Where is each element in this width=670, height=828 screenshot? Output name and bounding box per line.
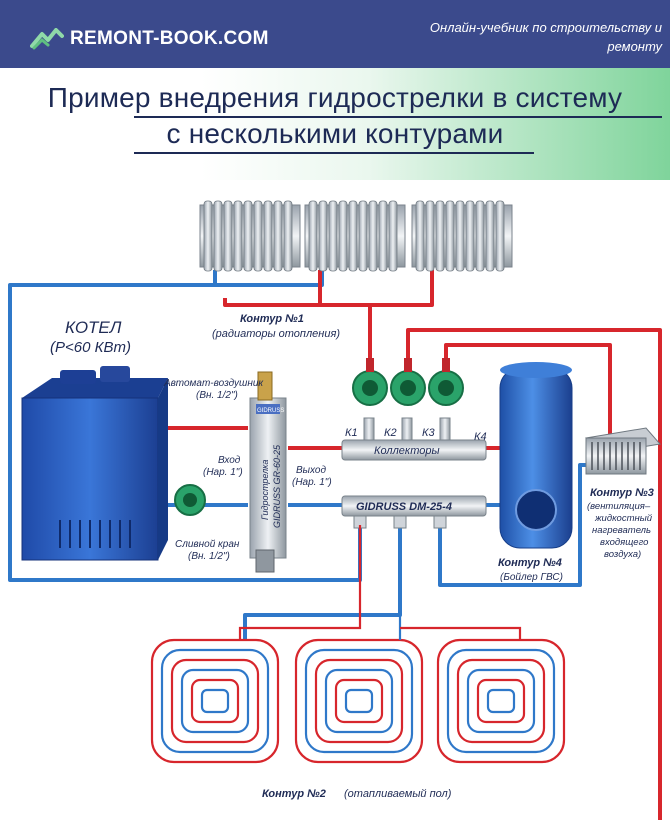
vent-supply-pipe <box>406 328 662 820</box>
circuit-3-line-5: воздуха) <box>604 549 641 560</box>
radiator-2-return <box>215 270 324 287</box>
floor-loop <box>436 638 566 764</box>
outlet-size: (Нар. 1") <box>292 477 332 488</box>
radiator <box>304 200 406 272</box>
pump-icon <box>428 358 464 406</box>
floor-supply-pipe <box>238 525 362 640</box>
radiators <box>199 200 513 272</box>
floor-loop <box>150 638 280 764</box>
title-underline-2 <box>134 152 534 154</box>
pump-icon <box>390 358 426 406</box>
air-vent-label: Автомат-воздушник <box>163 378 264 389</box>
floor-supply-right <box>400 626 522 640</box>
inlet-label: Вход <box>218 455 241 466</box>
air-vent-size: (Вн. 1/2") <box>196 390 238 401</box>
circuit-3-line-4: входящего <box>600 537 648 548</box>
site-tagline: Онлайн-учебник по строительству и ремонт… <box>429 20 662 54</box>
ventilation-heater <box>585 427 661 475</box>
collector-k3: К3 <box>422 427 435 439</box>
circuit-4-desc: (Бойлер ГВС) <box>500 572 563 583</box>
boiler-title: КОТЕЛ <box>65 318 122 337</box>
collector-label: Коллекторы <box>374 445 440 457</box>
circuit-3-line-3: нагреватель <box>592 525 651 536</box>
collectors <box>341 417 487 529</box>
hydraulic-separator <box>249 371 287 573</box>
circuit-3-title: Контур №3 <box>590 487 654 499</box>
boiler-power: (P<60 КВт) <box>50 339 131 356</box>
radiator-supply-pipe <box>368 270 434 360</box>
title-underline-1 <box>134 116 662 118</box>
circuit-3-line-2: жидкостный <box>594 513 653 524</box>
circuit-1-desc: (радиаторы отопления) <box>212 328 340 340</box>
title-band <box>0 68 670 180</box>
site-header: REMONT-BOOK.COM Онлайн-учебник по строит… <box>0 0 670 68</box>
pump-icon <box>352 358 388 406</box>
collector-k1: К1 <box>345 427 358 439</box>
hydro-badge: GIDRUSS <box>257 408 284 414</box>
hydro-name: Гидрострелка <box>260 460 270 520</box>
page-title-line-2: с несколькими контурами <box>166 118 504 149</box>
circuit-1-title: Контур №1 <box>240 313 304 325</box>
logo-text: REMONT-BOOK.COM <box>70 28 269 49</box>
inlet-size: (Нар. 1") <box>203 467 243 478</box>
site-logo[interactable]: REMONT-BOOK.COM <box>30 28 269 50</box>
pump-icon <box>174 484 206 516</box>
dhw-tank <box>499 362 573 549</box>
vent-return-pipe <box>438 463 590 587</box>
house-logo-icon <box>30 28 64 50</box>
collector-k2: К2 <box>384 427 397 439</box>
collector-k4: К4 <box>474 431 487 443</box>
circuit-3-line-1: (вентиляция– <box>587 501 651 512</box>
circulation-pumps <box>174 358 464 516</box>
drain-size: (Вн. 1/2") <box>188 551 230 562</box>
page-title-line-1: Пример внедрения гидрострелки в систему <box>47 82 623 113</box>
radiator <box>411 200 513 272</box>
circuit-2-desc: (отапливаемый пол) <box>344 788 452 800</box>
floor-loop <box>294 638 424 764</box>
radiator-supply-branch-2 <box>223 270 322 307</box>
hydro-model: GIDRUSS GR-60-25 <box>272 444 282 528</box>
circuit-2-title: Контур №2 <box>262 788 326 800</box>
boiler <box>21 366 168 561</box>
drain-label: Сливной кран <box>175 539 240 550</box>
collector-model: GIDRUSS DM-25-4 <box>356 501 452 513</box>
radiator <box>199 200 301 272</box>
outlet-label: Выход <box>296 465 326 476</box>
floor-heating-loops <box>150 525 566 764</box>
circuit-4-title: Контур №4 <box>498 557 562 569</box>
